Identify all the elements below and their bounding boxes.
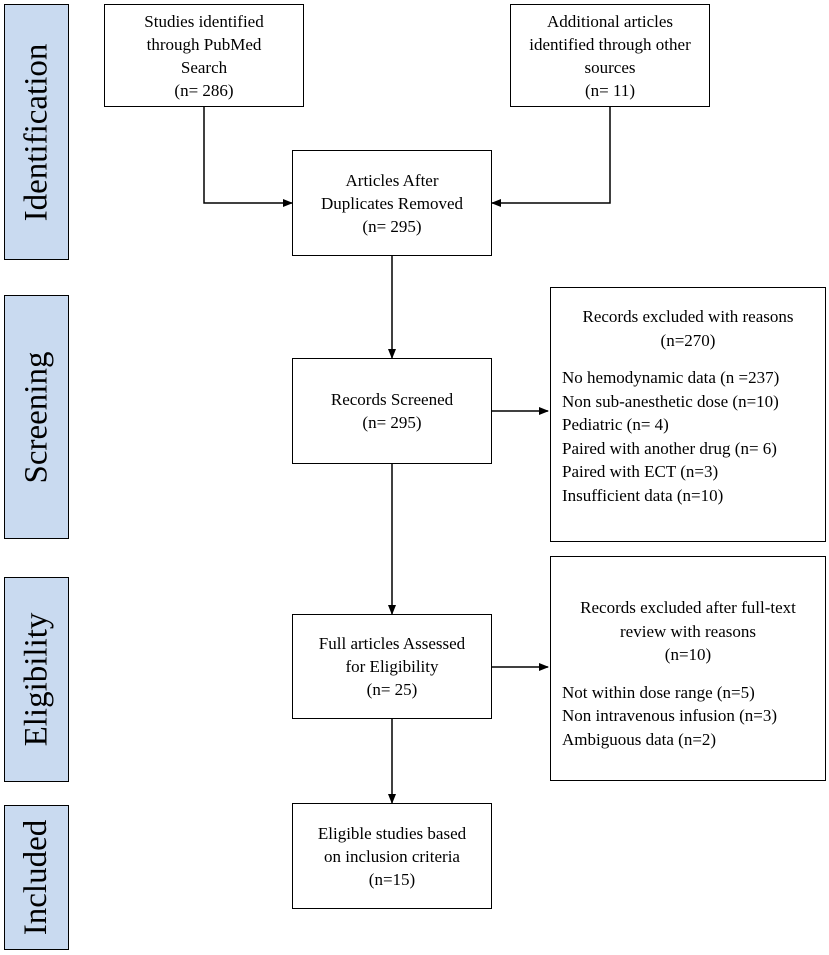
- excluded-screening-title: Records excluded with reasons: [582, 307, 794, 326]
- box-text-line: identified through other: [529, 34, 691, 54]
- box-duplicates-removed: Articles After Duplicates Removed (n= 29…: [292, 150, 492, 256]
- excluded-reason-item: Not within dose range (n=5): [562, 682, 755, 702]
- excluded-reason-item: Paired with ECT (n=3): [562, 462, 719, 481]
- box-text-line: on inclusion criteria: [324, 846, 460, 866]
- box-text-line: Additional articles: [546, 11, 674, 31]
- box-text-line: (n= 11): [584, 80, 636, 100]
- stage-screening-label: Screening: [18, 351, 55, 483]
- excluded-reason-item: Pediatric (n= 4): [562, 415, 669, 434]
- stage-screening: Screening: [4, 295, 69, 539]
- box-text-line: Search: [180, 57, 228, 77]
- excluded-reason-item: Ambiguous data (n=2): [562, 729, 717, 749]
- box-excluded-fulltext: Records excluded after full-text review …: [550, 556, 826, 781]
- excluded-fulltext-title: Records excluded after full-text: [580, 598, 796, 617]
- box-text-line: sources: [584, 57, 636, 77]
- box-text-line: (n= 286): [174, 80, 234, 100]
- excluded-reason-item: Paired with another drug (n= 6): [562, 438, 777, 458]
- excluded-fulltext-subtitle: review with reasons: [620, 621, 756, 641]
- stage-included-label: Included: [18, 819, 55, 936]
- box-text-line: (n= 295): [362, 413, 422, 432]
- box-text-line: Duplicates Removed: [320, 193, 464, 213]
- box-records-screened: Records Screened (n= 295): [292, 358, 492, 464]
- box-text-line: through PubMed: [146, 34, 262, 54]
- stage-eligibility-label: Eligibility: [18, 612, 54, 747]
- excluded-reason-item: Non sub-anesthetic dose (n=10): [562, 391, 779, 411]
- arrow-pubmed-to-duplicates: [203, 107, 293, 207]
- stage-eligibility: Eligibility: [4, 577, 69, 782]
- box-excluded-screening: Records excluded with reasons (n=270) No…: [550, 287, 826, 542]
- excluded-reason-item: Insufficient data (n=10): [562, 485, 724, 505]
- box-text-line: Records Screened: [330, 390, 454, 409]
- stage-identification-label: Identification: [18, 43, 55, 221]
- box-text-line: Eligible studies based: [317, 823, 467, 843]
- box-pubmed-search: Studies identified through PubMed Search…: [104, 4, 304, 107]
- excluded-fulltext-count: (n=10): [664, 645, 712, 664]
- box-text-line: (n= 295): [362, 216, 422, 236]
- box-text-line: Full articles Assessed: [318, 634, 466, 653]
- box-text-line: Studies identified: [144, 11, 264, 31]
- box-text-line: (n= 25): [366, 680, 418, 699]
- box-text-line: Articles After: [345, 170, 439, 190]
- box-text-line: (n=15): [368, 869, 416, 889]
- stage-included: Included: [4, 805, 69, 950]
- box-other-sources: Additional articles identified through o…: [510, 4, 710, 107]
- excluded-reason-item: No hemodynamic data (n =237): [562, 368, 780, 387]
- stage-identification: Identification: [4, 4, 69, 260]
- excluded-screening-count: (n=270): [660, 330, 716, 350]
- box-full-articles-assessed: Full articles Assessed for Eligibility (…: [292, 614, 492, 719]
- box-text-line: for Eligibility: [345, 657, 439, 676]
- excluded-reason-item: Non intravenous infusion (n=3): [562, 706, 777, 725]
- arrow-other-to-duplicates: [491, 107, 611, 207]
- box-eligible-studies: Eligible studies based on inclusion crit…: [292, 803, 492, 909]
